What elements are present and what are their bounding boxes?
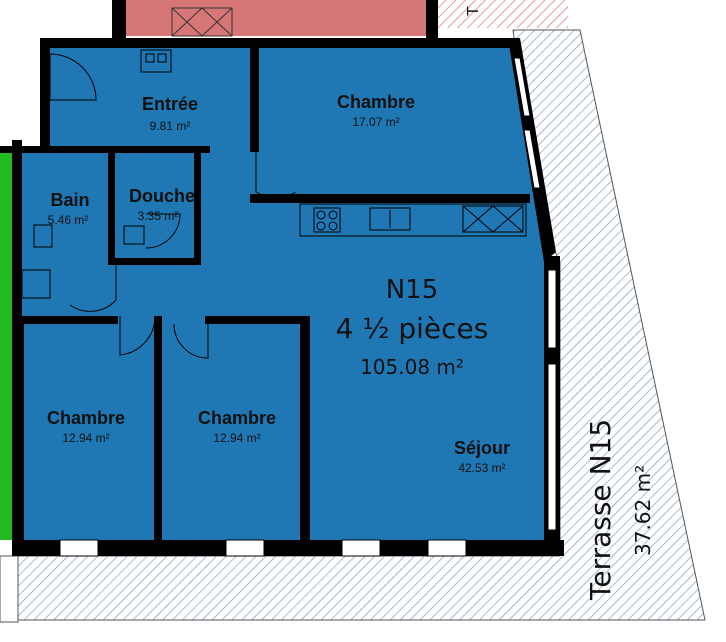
unit-total-area: 105.08 m²	[360, 355, 464, 379]
terrace-area-label: 37.62 m²	[631, 465, 655, 556]
kitchen-counter	[299, 203, 527, 237]
door-swings	[49, 53, 297, 359]
room-name-chambre-top: Chambre	[337, 92, 415, 112]
neighbor-unit-top	[126, 0, 436, 36]
stove-icon-top	[171, 7, 233, 37]
room-name-chambre-mid: Chambre	[198, 408, 276, 428]
washer-icon	[140, 49, 172, 73]
room-name-sejour: Séjour	[454, 438, 510, 458]
room-area-douche: 3.35 m²	[138, 209, 179, 223]
windows	[59, 57, 557, 557]
room-area-sejour: 42.53 m²	[458, 461, 505, 475]
bath-fixtures	[21, 224, 145, 299]
apartment-floor	[18, 44, 548, 548]
room-area-entree: 9.81 m²	[150, 119, 191, 133]
terrace-name: Terrasse N15	[584, 419, 617, 601]
room-area-chambre-mid: 12.94 m²	[213, 431, 260, 445]
room-name-entree: Entrée	[142, 94, 198, 114]
room-area-chambre-left: 12.94 m²	[62, 431, 109, 445]
room-name-bain: Bain	[50, 190, 89, 210]
room-name-chambre-left: Chambre	[47, 408, 125, 428]
room-area-chambre-top: 17.07 m²	[352, 115, 399, 129]
room-area-bain: 5.46 m²	[48, 213, 89, 227]
room-name-douche: Douche	[129, 186, 195, 206]
unit-code: N15	[386, 275, 439, 305]
svg-text:T: T	[465, 6, 482, 16]
unit-rooms-label: 4 ½ pièces	[336, 312, 489, 345]
